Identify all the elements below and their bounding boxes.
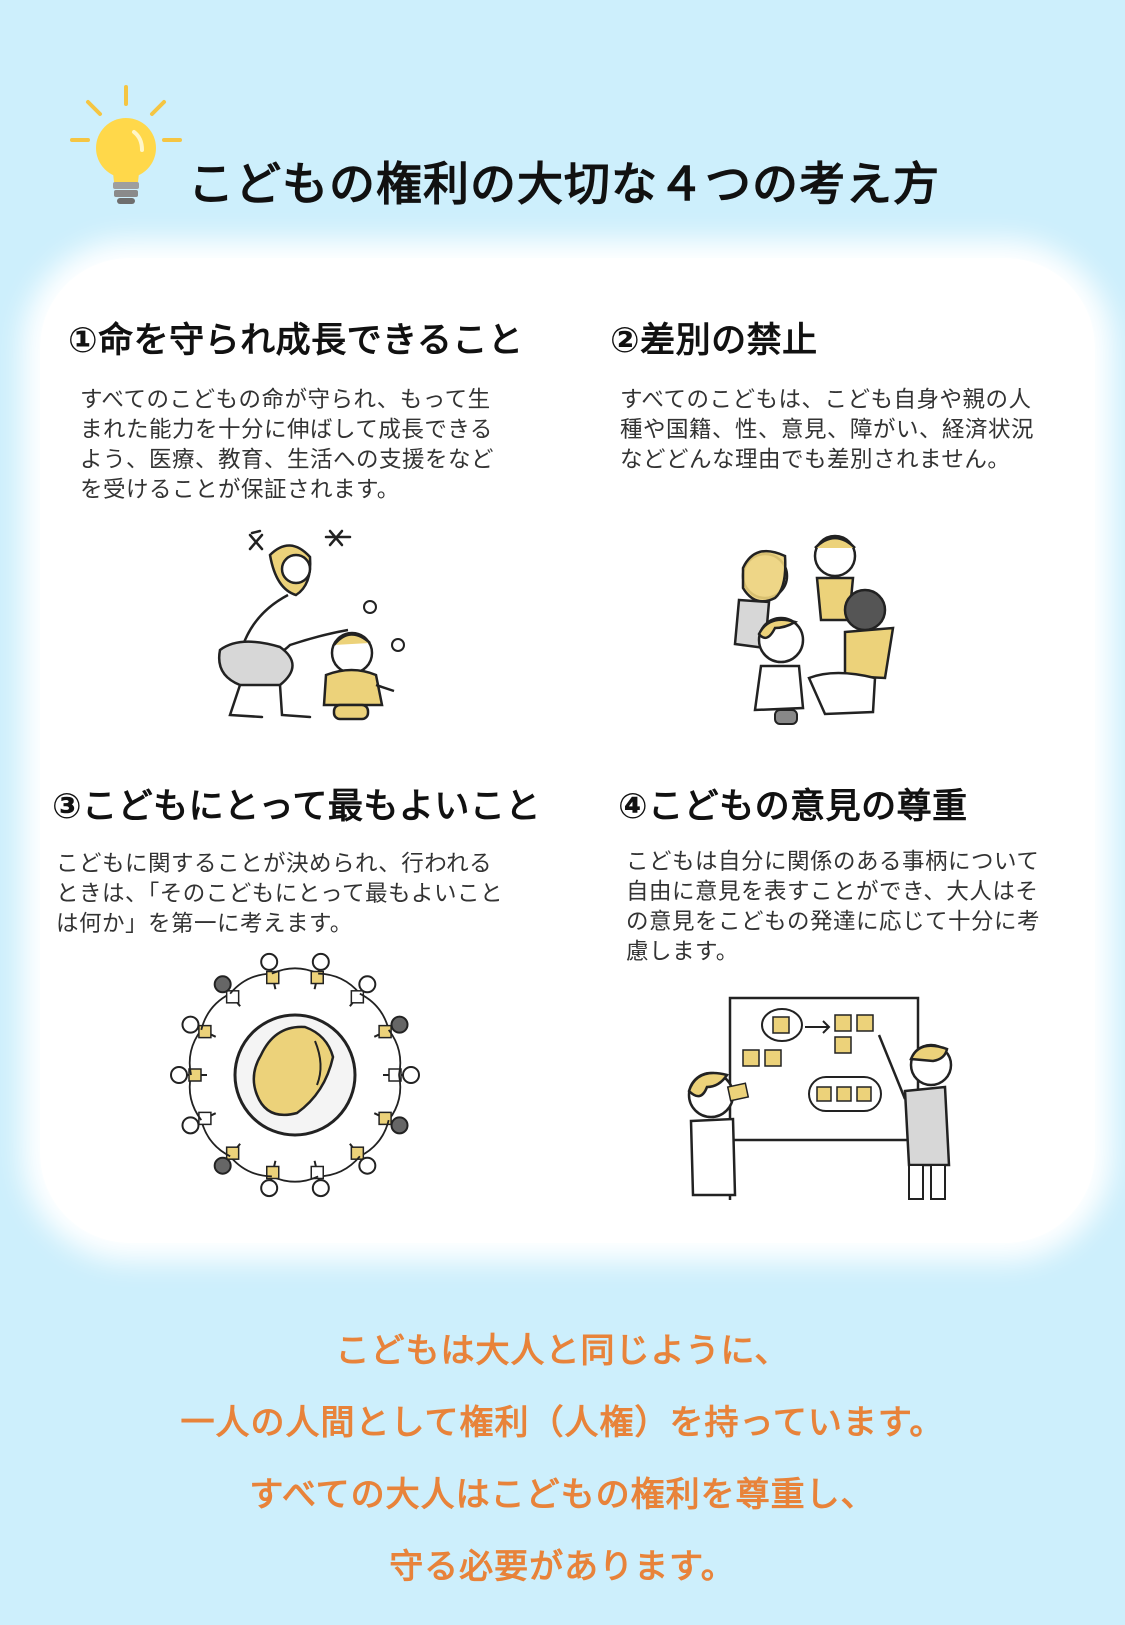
closing-line-3: すべての大人はこどもの権利を尊重し、 xyxy=(249,1475,876,1515)
child-shirt xyxy=(188,1068,202,1082)
lightbulb-icon xyxy=(70,85,182,204)
principle-4-body: こどもは自分に関係のある事柄について自由に意見を表すことができ、大人はその意見を… xyxy=(626,849,1041,965)
child-head xyxy=(213,975,232,994)
child-shirt xyxy=(225,990,240,1004)
principle-2: ②差別の禁止 すべてのこどもは、こども自身や親の人種や国籍、性、意見、障がい、経… xyxy=(610,312,1060,475)
child-head xyxy=(402,1066,420,1084)
closing-line-2: 一人の人間として権利（人権）を持っています。 xyxy=(180,1403,945,1443)
principle-2-body: すべてのこどもは、こども自身や親の人種や国籍、性、意見、障がい、経済状況などどん… xyxy=(620,387,1035,473)
child-shirt xyxy=(388,1068,402,1082)
child-head xyxy=(358,1156,377,1175)
child-head xyxy=(311,1179,330,1198)
child-head xyxy=(390,1116,409,1135)
holding-hands xyxy=(387,1029,402,1076)
child-shirt xyxy=(265,970,280,985)
principle-4: ④こどもの意見の尊重 こどもは自分に関係のある事柄について自由に意見を表すことが… xyxy=(618,778,1058,967)
child-head xyxy=(181,1015,200,1034)
diverse-children-illustration xyxy=(733,534,895,725)
caregiver-child-illustration xyxy=(217,529,405,721)
closing-line-1: こどもは大人と同じように、 xyxy=(335,1331,790,1371)
holding-hands xyxy=(200,1119,231,1158)
child-head xyxy=(311,952,330,971)
holding-hands xyxy=(359,1119,390,1158)
holding-hands xyxy=(359,992,390,1031)
child-head xyxy=(181,1116,200,1135)
principle-3-title: ③こどもにとって最もよいこと xyxy=(52,787,541,827)
child-shirt xyxy=(225,1146,240,1160)
principle-1-body: すべてのこどもの命が守られ、もって生まれた能力を十分に伸ばして成長できるよう、医… xyxy=(80,387,495,503)
holding-hands xyxy=(200,992,231,1031)
principle-2-title: ②差別の禁止 xyxy=(610,321,818,361)
child-head xyxy=(358,975,377,994)
principle-3-body: こどもに関することが決められ、行われるときは、「そのこどもにとって最もよいことは… xyxy=(56,851,503,937)
child-shirt xyxy=(310,1165,325,1180)
principle-4-title: ④こどもの意見の尊重 xyxy=(618,787,968,827)
principle-1-title: ①命を守られ成長できること xyxy=(68,321,524,361)
page-title: こどもの権利の大切な４つの考え方 xyxy=(188,157,940,211)
child-head xyxy=(260,1179,279,1198)
children-around-globe-illustration xyxy=(170,952,420,1198)
child-shirt xyxy=(378,1024,392,1039)
page-header: こどもの権利の大切な４つの考え方 xyxy=(0,0,1125,240)
child-shirt xyxy=(198,1111,212,1126)
child-shirt xyxy=(350,990,365,1004)
child-head xyxy=(213,1156,232,1175)
closing-message: こどもは大人と同じように、 一人の人間として権利（人権）を持っています。 すべて… xyxy=(0,1315,1125,1603)
child-head xyxy=(170,1066,188,1084)
whiteboard-meeting-illustration xyxy=(687,996,953,1200)
closing-line-4: 守る必要があります。 xyxy=(389,1547,736,1587)
child-shirt xyxy=(350,1146,365,1160)
principle-3: ③こどもにとって最もよいこと こどもに関することが決められ、行われるときは、「そ… xyxy=(52,778,572,939)
child-shirt xyxy=(198,1024,212,1039)
child-head xyxy=(390,1015,409,1034)
principle-1: ①命を守られ成長できること すべてのこどもの命が守られ、もって生まれた能力を十分… xyxy=(68,312,538,505)
child-head xyxy=(260,952,279,971)
child-shirt xyxy=(378,1111,392,1126)
